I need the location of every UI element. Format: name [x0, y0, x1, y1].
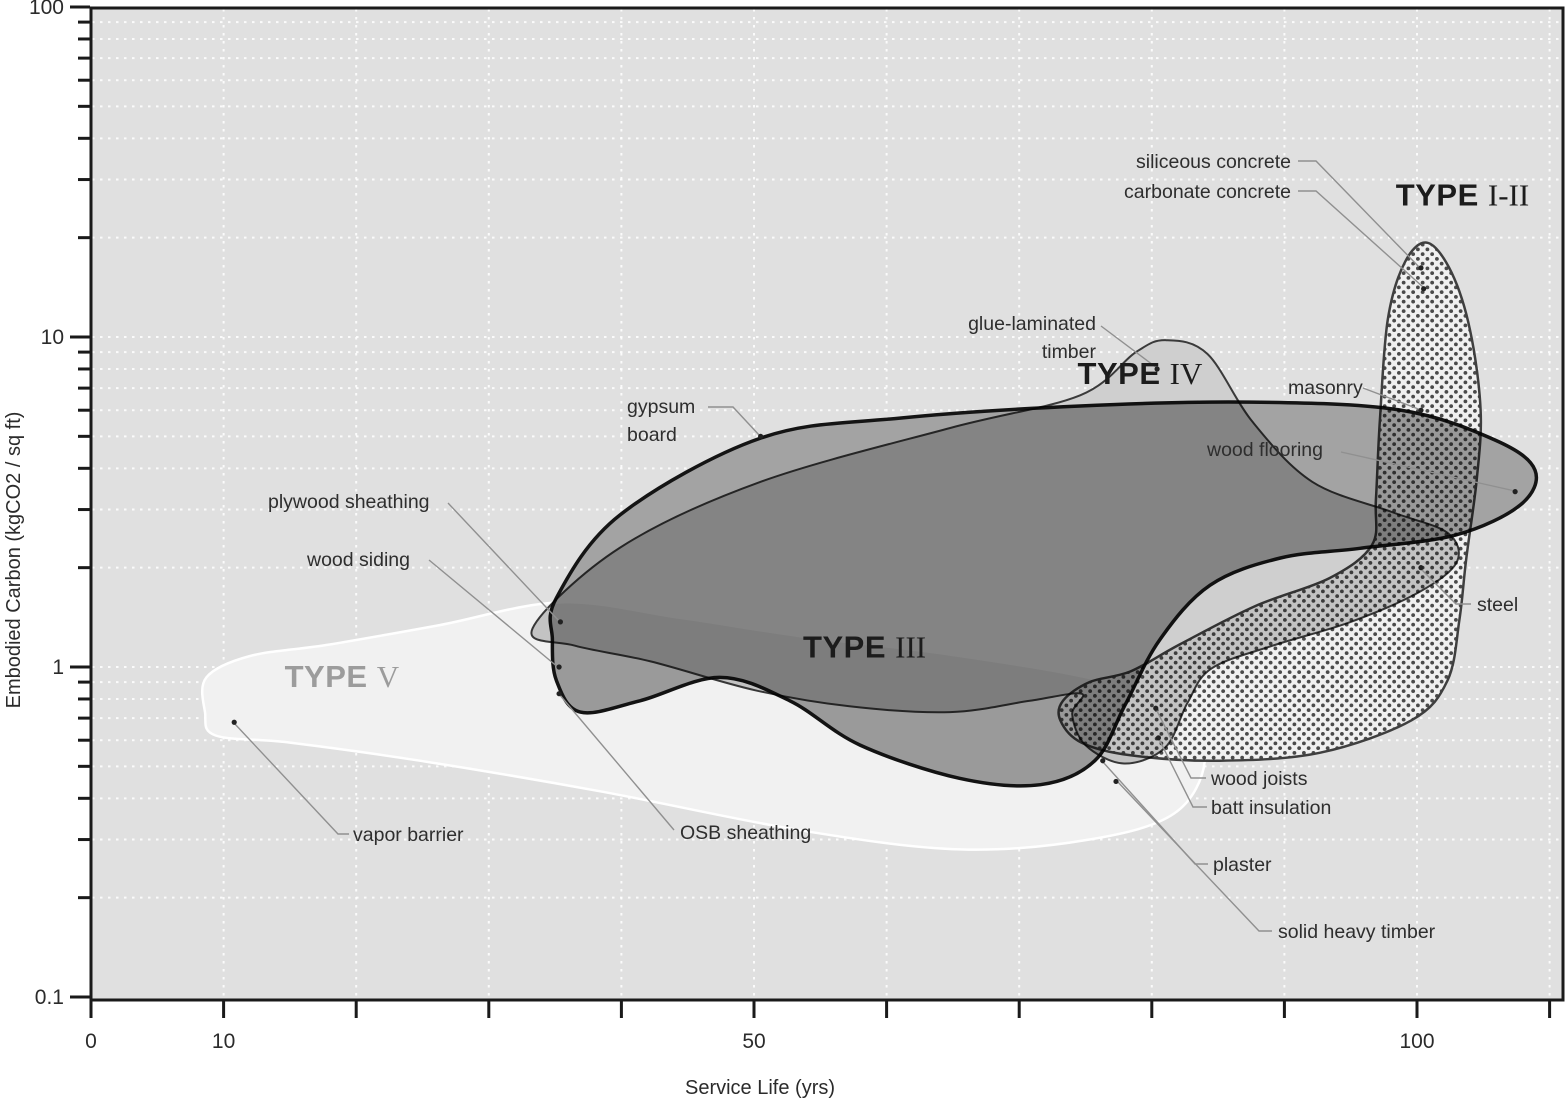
x-tick-label: 0: [85, 1030, 97, 1053]
leader-glue-laminated-timber: [1100, 325, 1158, 369]
point-carbonate-concrete: [1421, 286, 1427, 292]
x-tick-label: 100: [1399, 1030, 1434, 1053]
leader-gypsum-board: [708, 406, 761, 437]
leader-steel: [1420, 568, 1471, 605]
point-solid-heavy-timber: [1113, 778, 1119, 785]
region-dot-pattern-type-1-2: [1058, 242, 1481, 761]
point-glue-laminated-timber: [1154, 366, 1160, 372]
point-steel: [1418, 565, 1424, 571]
x-tick-label: 50: [742, 1030, 765, 1053]
leader-siliceous-concrete: [1298, 160, 1422, 270]
axis-ticks: [70, 5, 1552, 1018]
label-wood-flooring: wood flooring: [1206, 439, 1323, 461]
label-masonry: masonry: [1288, 377, 1363, 399]
x-tick-label: 10: [212, 1030, 235, 1053]
building-type-regions: [200, 241, 1539, 851]
point-siliceous-concrete: [1418, 265, 1424, 271]
leader-carbonate-concrete: [1298, 190, 1424, 288]
leader-wood-flooring: [1340, 451, 1516, 492]
point-wood-joists: [1153, 705, 1159, 711]
y-tick-label: 0.1: [35, 986, 64, 1009]
point-plywood-sheathing: [557, 619, 564, 625]
y-tick-label: 100: [29, 0, 64, 19]
label-wood-siding: wood siding: [306, 549, 410, 571]
point-batt-insulation: [1155, 735, 1162, 741]
label-batt-insulation: batt insulation: [1211, 797, 1331, 819]
leader-wood-joists: [1155, 708, 1206, 779]
material-labels: siliceous concrete carbonate concrete glue…: [268, 151, 1518, 943]
region-type-iii: [548, 400, 1539, 788]
leader-plywood-sheathing: [447, 502, 561, 623]
leader-solid-heavy-timber: [1115, 779, 1272, 932]
point-wood-siding: [556, 664, 562, 670]
label-siliceous-concrete: siliceous concrete: [1136, 151, 1291, 173]
leader-masonry: [1362, 387, 1422, 411]
label-osb-sheathing: OSB sheathing: [680, 822, 811, 844]
label-plaster: plaster: [1213, 854, 1272, 876]
point-masonry: [1418, 407, 1424, 413]
leader-batt-insulation: [1157, 736, 1207, 808]
axis-tick-labels: 0 10 50 100 100 10 1 0.1: [29, 0, 1435, 1053]
region-label-type-1-2: TYPE I-II: [1396, 178, 1529, 213]
leader-osb-sheathing: [558, 693, 675, 831]
label-carbonate-concrete: carbonate concrete: [1124, 181, 1291, 203]
region-outline-type-iii: [548, 400, 1539, 788]
y-axis-title: Embodied Carbon (kgCO2 / sq ft): [3, 412, 25, 709]
y-tick-label: 10: [41, 326, 64, 349]
label-plywood-sheathing: plywood sheathing: [268, 491, 430, 513]
point-wood-flooring: [1512, 489, 1518, 495]
label-wood-joists: wood joists: [1210, 768, 1308, 790]
point-vapor-barrier: [231, 719, 237, 725]
point-plaster: [1100, 758, 1106, 764]
point-osb-sheathing: [556, 691, 562, 697]
region-fill-type-iii: [550, 401, 1537, 786]
leader-wood-siding: [428, 559, 560, 669]
label-vapor-barrier: vapor barrier: [353, 824, 464, 846]
label-solid-heavy-timber: solid heavy timber: [1278, 921, 1436, 943]
region-label-type-iii: TYPE III: [803, 629, 926, 664]
x-axis-title: Service Life (yrs): [685, 1077, 835, 1099]
y-tick-label: 1: [52, 656, 64, 679]
plot-frame: [89, 6, 1565, 1002]
region-label-type-iv: TYPE IV: [1078, 356, 1203, 391]
material-data-points: [231, 265, 1518, 785]
region-labels: TYPE V TYPE I-II TYPE IV TYPE III: [285, 178, 1530, 694]
label-steel: steel: [1477, 594, 1518, 616]
annotation-leader-lines: [233, 160, 1516, 932]
region-label-type-v: TYPE V: [285, 659, 400, 694]
leader-vapor-barrier: [233, 722, 349, 835]
point-gypsum-board: [758, 433, 764, 439]
